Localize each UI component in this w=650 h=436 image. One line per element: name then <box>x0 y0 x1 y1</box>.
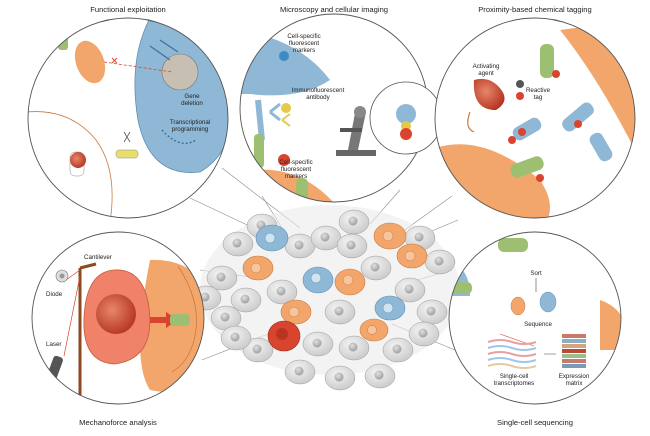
tissue-cell-nucleus <box>312 338 322 348</box>
label-sequence: Sequence <box>524 321 552 328</box>
tissue-cell-nucleus <box>216 272 226 282</box>
label-transcriptional-1: Transcriptional <box>170 119 210 126</box>
tissue-cell-nucleus <box>418 328 428 338</box>
tissue-cell-nucleus <box>334 372 344 382</box>
label-gene-deletion-2: deletion <box>181 100 203 107</box>
title-proximity: Proximity-based chemical tagging <box>478 5 592 14</box>
label-markers-top-2: fluorescent <box>289 40 320 47</box>
label-reactive-1: Reactive <box>526 87 551 94</box>
tissue-cell-nucleus <box>348 342 358 352</box>
central-tissue <box>190 205 460 391</box>
tissue-cell-nucleus <box>252 344 262 354</box>
tissue-cell-nucleus <box>346 240 356 250</box>
tissue-cell-nucleus <box>334 306 344 316</box>
tissue-cell-nucleus <box>294 366 304 376</box>
panel-single-cell-sequencing: Single-cell sequencing Sort Sequence Sin… <box>448 231 622 427</box>
label-laser: Laser <box>46 341 61 348</box>
title-mechanoforce: Mechanoforce analysis <box>79 418 157 427</box>
label-transcriptomes-1: Single-cell <box>500 373 529 380</box>
tissue-cell-nucleus <box>240 294 250 304</box>
tissue-cell-nucleus <box>370 262 380 272</box>
label-transcriptomes-2: transcriptomes <box>494 380 535 387</box>
label-activating-1: Activating <box>473 63 500 70</box>
tissue-cell-nucleus <box>434 256 444 266</box>
panel-mechanoforce: Mechanoforce analysis Cantilever Diode L… <box>31 231 205 427</box>
tissue-cell-nucleus <box>200 292 210 302</box>
tissue-cell-nucleus <box>232 238 242 248</box>
label-cantilever: Cantilever <box>84 254 112 261</box>
panel-microscopy: Microscopy and cellular imaging Cell-spe… <box>239 5 443 203</box>
label-immuno-2: antibody <box>306 94 330 101</box>
microscope-icon <box>336 106 376 156</box>
tissue-cell-nucleus <box>220 312 230 322</box>
label-sort: Sort <box>530 270 542 277</box>
label-matrix-2: matrix <box>566 380 584 387</box>
tissue-cell-nucleus <box>404 284 414 294</box>
panel-proximity-tagging: Proximity-based chemical tagging Activat… <box>434 5 636 219</box>
tissue-cell-nucleus <box>392 344 402 354</box>
label-markers-top-1: Cell-specific <box>287 33 320 40</box>
label-matrix-1: Expression <box>559 373 590 380</box>
label-markers-bottom-3: markers <box>285 173 307 180</box>
label-markers-bottom-1: Cell-specific <box>279 159 312 166</box>
label-reactive-2: tag <box>534 94 543 101</box>
title-functional: Functional exploitation <box>90 5 166 14</box>
tissue-cell-nucleus <box>276 286 286 296</box>
tissue-cell-nucleus <box>230 332 240 342</box>
label-activating-2: agent <box>478 70 494 77</box>
title-sequencing: Single-cell sequencing <box>497 418 573 427</box>
label-gene-deletion-1: Gene <box>184 93 200 100</box>
tissue-cell-nucleus <box>294 240 304 250</box>
tissue-cell-nucleus <box>348 216 358 226</box>
label-immuno-1: Immunofluorescent <box>292 87 345 94</box>
tissue-cell-nucleus <box>374 370 384 380</box>
label-transcriptional-2: programming <box>172 126 209 133</box>
title-microscopy: Microscopy and cellular imaging <box>280 5 388 14</box>
highlighted-cells <box>242 222 428 352</box>
panel-functional-exploitation: Functional exploitation Gene deletion Tr… <box>27 5 229 219</box>
tissue-cell-nucleus <box>320 232 330 242</box>
tissue-cell-nucleus <box>426 306 436 316</box>
label-markers-top-3: markers <box>293 47 315 54</box>
label-diode: Diode <box>46 291 63 298</box>
label-markers-bottom-2: fluorescent <box>281 166 312 173</box>
tissue-cell-nucleus <box>414 232 424 242</box>
